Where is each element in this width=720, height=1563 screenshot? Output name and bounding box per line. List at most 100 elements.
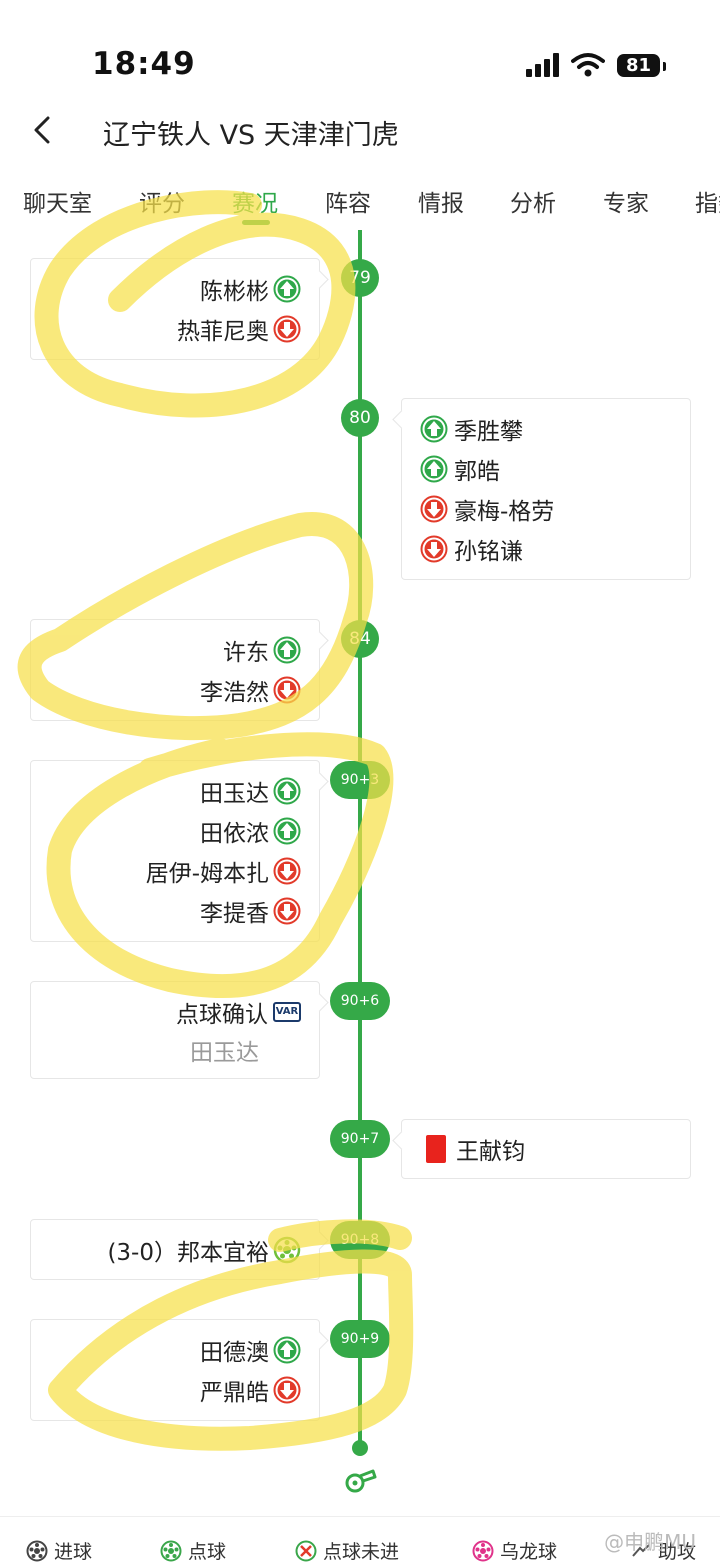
sub-out-icon xyxy=(420,495,448,523)
sub-in-icon xyxy=(273,1336,301,1364)
tab-lineup[interactable]: 阵容 xyxy=(325,191,371,217)
minute-badge: 84 xyxy=(341,620,379,658)
event-row: 田德澳 xyxy=(200,1330,301,1370)
sub-out-icon xyxy=(273,1376,301,1404)
player-name: 季胜攀 xyxy=(454,419,523,445)
page-title: 辽宁铁人 VS 天津津门虎 xyxy=(103,120,399,151)
active-tab-indicator xyxy=(242,220,270,225)
player-name: 田玉达 xyxy=(190,1040,259,1066)
goal-icon xyxy=(26,1540,48,1561)
event-row: (3-0）邦本宜裕 xyxy=(107,1230,301,1270)
event-card: 季胜攀 郭皓 豪梅-格劳 孙铭谦 xyxy=(401,398,691,580)
event-row: 豪梅-格劳 xyxy=(420,489,554,529)
sub-out-icon xyxy=(420,535,448,563)
back-arrow-icon[interactable] xyxy=(24,110,64,150)
tab-odds[interactable]: 指数 xyxy=(695,191,720,217)
sub-in-icon xyxy=(273,777,301,805)
battery-indicator: 81 xyxy=(616,53,667,77)
status-icons: 81 xyxy=(525,52,667,78)
status-bar: 18:49 81 xyxy=(0,0,720,100)
legend-penalty-missed: 点球未进 xyxy=(295,1537,399,1563)
player-name: 豪梅-格劳 xyxy=(454,499,555,525)
sub-out-icon xyxy=(273,897,301,925)
event-card: 陈彬彬 热菲尼奥 xyxy=(30,258,320,360)
legend-assist: 助攻 xyxy=(630,1537,696,1563)
penalty-goal-icon xyxy=(273,1236,301,1264)
event-card: (3-0）邦本宜裕 xyxy=(30,1219,320,1280)
event-row: 王献钧 xyxy=(426,1129,525,1169)
player-name: 田德澳 xyxy=(200,1340,269,1366)
player-name: 王献钧 xyxy=(456,1139,525,1165)
event-row: 田依浓 xyxy=(200,811,301,851)
tab-experts[interactable]: 专家 xyxy=(603,191,649,217)
event-card: 许东 李浩然 xyxy=(30,619,320,721)
player-name: 陈彬彬 xyxy=(200,279,269,305)
legend-own-goal: 乌龙球 xyxy=(472,1537,557,1563)
legend-label: 点球 xyxy=(188,1541,227,1563)
event-card: 田德澳 严鼎皓 xyxy=(30,1319,320,1421)
var-decision-label: 点球确认 xyxy=(176,1002,268,1028)
player-name: 李提香 xyxy=(200,901,269,927)
tab-rating[interactable]: 评分 xyxy=(139,191,185,217)
legend-label: 点球未进 xyxy=(323,1541,400,1563)
tab-analysis[interactable]: 分析 xyxy=(510,191,556,217)
sub-out-icon xyxy=(273,676,301,704)
tab-match-status[interactable]: 赛况 xyxy=(232,191,278,217)
event-row: 热菲尼奥 xyxy=(177,309,301,349)
var-icon: VAR xyxy=(273,1002,301,1022)
minute-badge: 90+8 xyxy=(330,1221,390,1259)
cellular-signal-icon xyxy=(525,53,559,77)
header: 辽宁铁人 VS 天津津门虎 xyxy=(0,100,720,164)
sub-in-icon xyxy=(273,817,301,845)
watermark: @申鹏MU xyxy=(604,1530,696,1554)
legend-label: 乌龙球 xyxy=(500,1541,558,1563)
event-row: 李提香 xyxy=(200,891,301,931)
legend-penalty: 点球 xyxy=(160,1537,226,1563)
event-row: 孙铭谦 xyxy=(420,529,523,569)
sub-in-icon xyxy=(273,275,301,303)
timeline-end-dot xyxy=(352,1440,368,1456)
event-row: 严鼎皓 xyxy=(200,1370,301,1410)
tab-intel[interactable]: 情报 xyxy=(418,191,464,217)
player-name: 严鼎皓 xyxy=(200,1380,269,1406)
event-row: 许东 xyxy=(223,630,301,670)
penalty-missed-icon xyxy=(295,1540,317,1561)
sub-in-icon xyxy=(273,636,301,664)
legend-label: 助攻 xyxy=(658,1541,697,1563)
own-goal-icon xyxy=(472,1540,494,1561)
player-name: 许东 xyxy=(223,640,269,666)
minute-badge: 79 xyxy=(341,259,379,297)
legend-goal: 进球 xyxy=(26,1537,92,1563)
legend-label: 进球 xyxy=(54,1541,93,1563)
sub-out-icon xyxy=(273,315,301,343)
event-row: 李浩然 xyxy=(200,670,301,710)
minute-badge: 90+7 xyxy=(330,1120,390,1158)
sub-in-icon xyxy=(420,415,448,443)
event-legend: 进球 点球 点球未进 乌龙球 助攻 xyxy=(0,1516,720,1563)
penalty-icon xyxy=(160,1540,182,1561)
tab-bar: 聊天室 评分 赛况 阵容 情报 分析 专家 指数 xyxy=(0,176,720,230)
event-row: 陈彬彬 xyxy=(200,269,301,309)
whistle-icon xyxy=(345,1469,377,1493)
tab-chatroom[interactable]: 聊天室 xyxy=(23,191,92,217)
event-row: 季胜攀 xyxy=(420,409,523,449)
event-card: 王献钧 xyxy=(401,1119,691,1179)
minute-badge: 90+6 xyxy=(330,982,390,1020)
player-name: 田依浓 xyxy=(200,821,269,847)
player-name: 孙铭谦 xyxy=(454,539,523,565)
event-card: 田玉达 田依浓 居伊-姆本扎 李提香 xyxy=(30,760,320,942)
sub-out-icon xyxy=(273,857,301,885)
goal-scorer: (3-0）邦本宜裕 xyxy=(107,1240,269,1266)
minute-badge: 80 xyxy=(341,399,379,437)
status-time: 18:49 xyxy=(92,46,196,82)
player-name: 郭皓 xyxy=(454,459,500,485)
event-row: 田玉达 xyxy=(190,1030,259,1070)
red-card-icon xyxy=(426,1135,446,1163)
event-row: 居伊-姆本扎 xyxy=(146,851,301,891)
event-card: 点球确认 VAR 田玉达 xyxy=(30,981,320,1079)
assist-icon xyxy=(632,1543,650,1557)
event-row: 田玉达 xyxy=(200,771,301,811)
wifi-icon xyxy=(570,53,605,77)
sub-in-icon xyxy=(420,455,448,483)
minute-badge: 90+3 xyxy=(330,761,390,799)
